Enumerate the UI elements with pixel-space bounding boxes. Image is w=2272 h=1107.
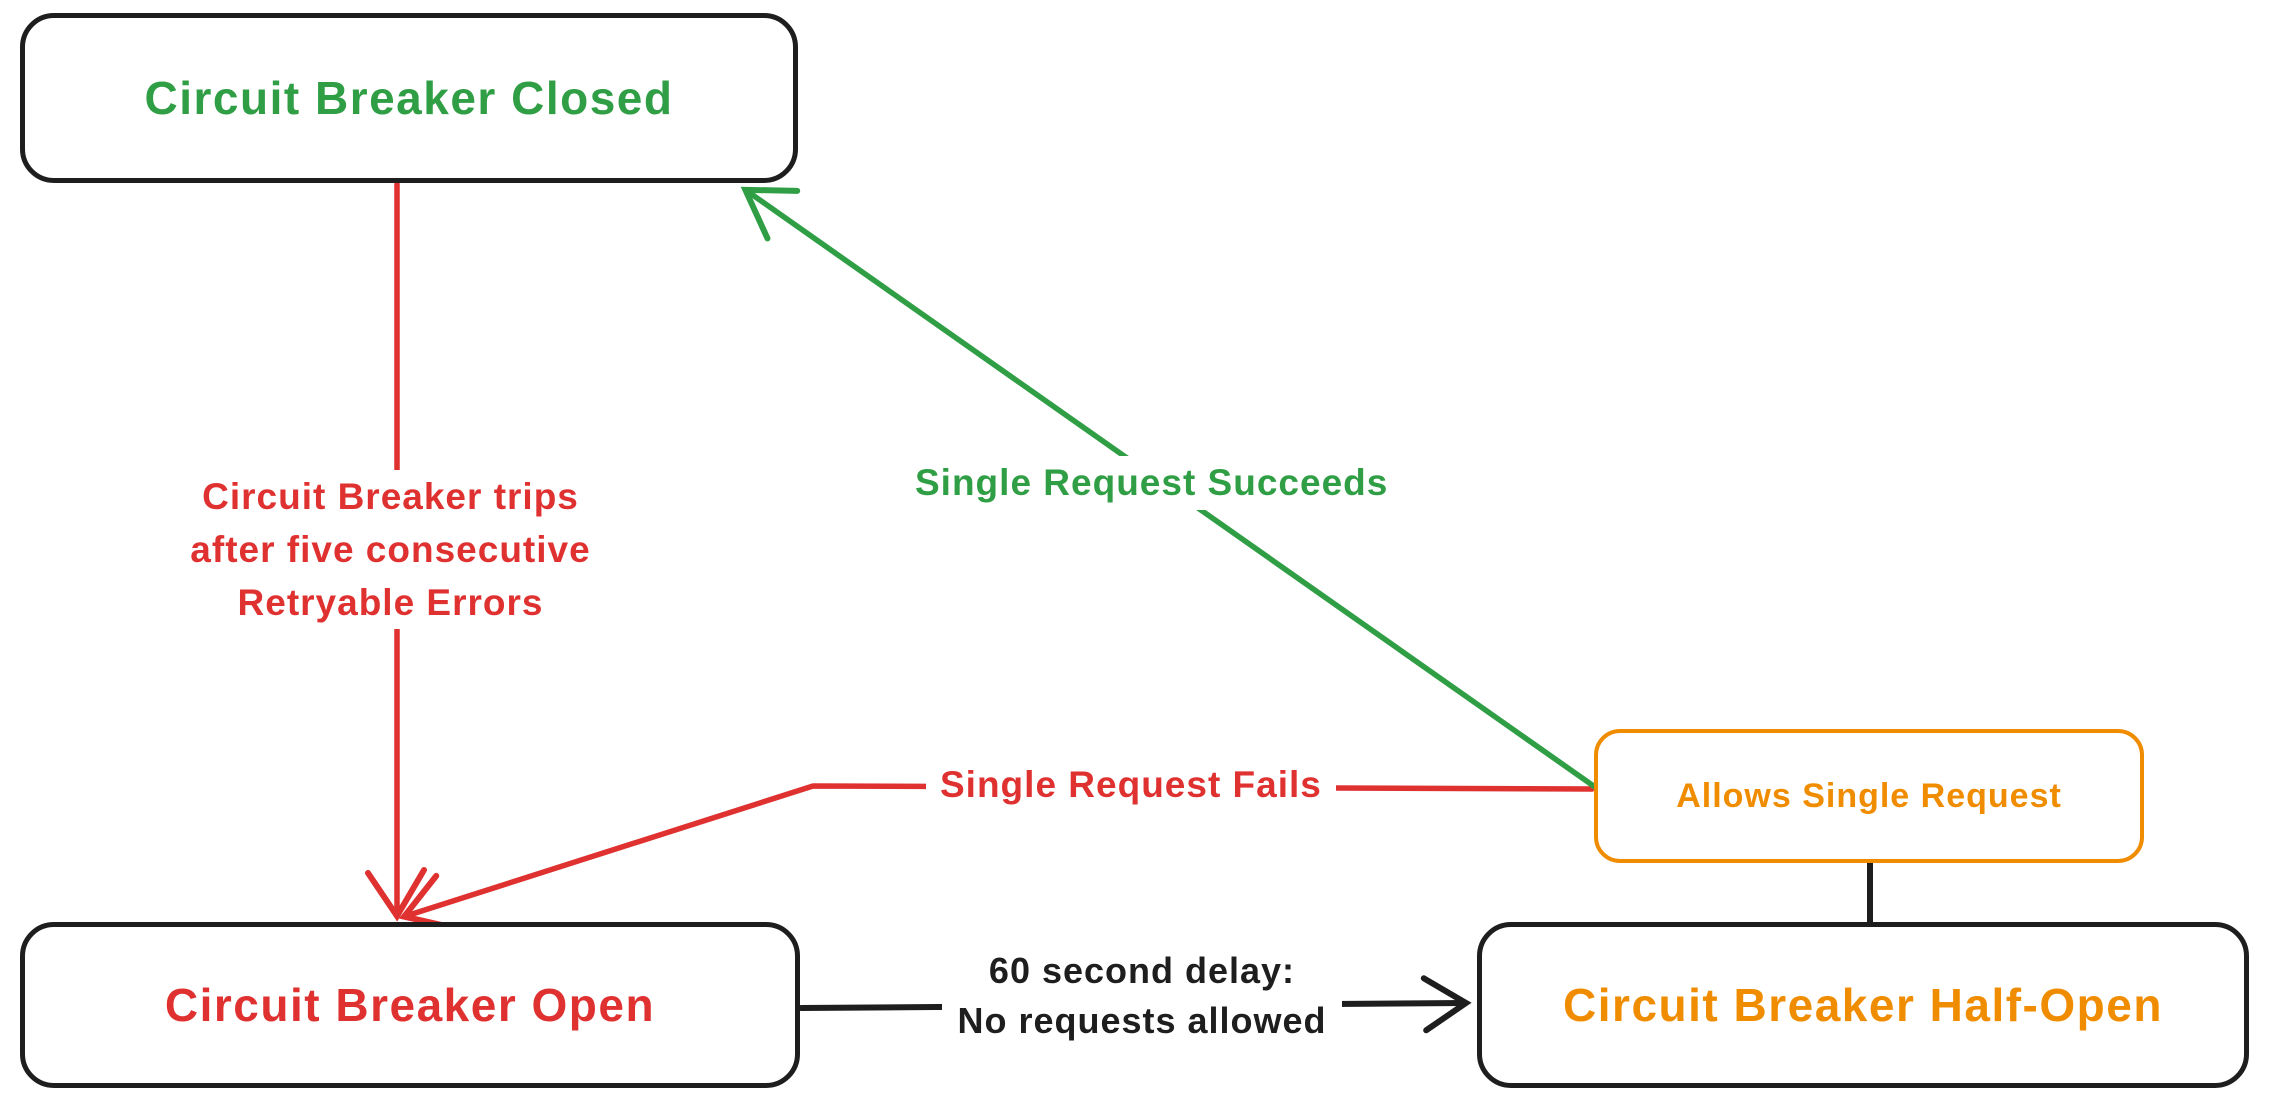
edge-trip-label: Circuit Breaker trips after five consecu…: [118, 470, 663, 629]
edge-delay-label: 60 second delay: No requests allowed: [942, 946, 1342, 1046]
edge-delay-label-line-1: 60 second delay:: [988, 950, 1296, 991]
node-allows-single-request-label: Allows Single Request: [1676, 776, 2062, 815]
node-circuit-breaker-open-label: Circuit Breaker Open: [164, 979, 656, 1031]
node-circuit-breaker-closed-label: Circuit Breaker Closed: [144, 72, 674, 124]
node-circuit-breaker-half-open: Circuit Breaker Half-Open: [1477, 922, 2249, 1088]
edge-succeeds-label: Single Request Succeeds: [901, 456, 1403, 510]
edge-trip-label-line-2: after five consecutive: [190, 529, 591, 570]
node-circuit-breaker-open: Circuit Breaker Open: [20, 922, 800, 1088]
edge-delay-label-line-2: No requests allowed: [957, 1000, 1327, 1041]
node-allows-single-request: Allows Single Request: [1594, 729, 2144, 863]
edge-trip-label-line-3: Retryable Errors: [237, 582, 544, 623]
node-circuit-breaker-half-open-label: Circuit Breaker Half-Open: [1563, 979, 2163, 1031]
edge-fails-label: Single Request Fails: [926, 758, 1336, 812]
edge-trip-label-line-1: Circuit Breaker trips: [202, 476, 579, 517]
node-circuit-breaker-closed: Circuit Breaker Closed: [20, 13, 798, 183]
